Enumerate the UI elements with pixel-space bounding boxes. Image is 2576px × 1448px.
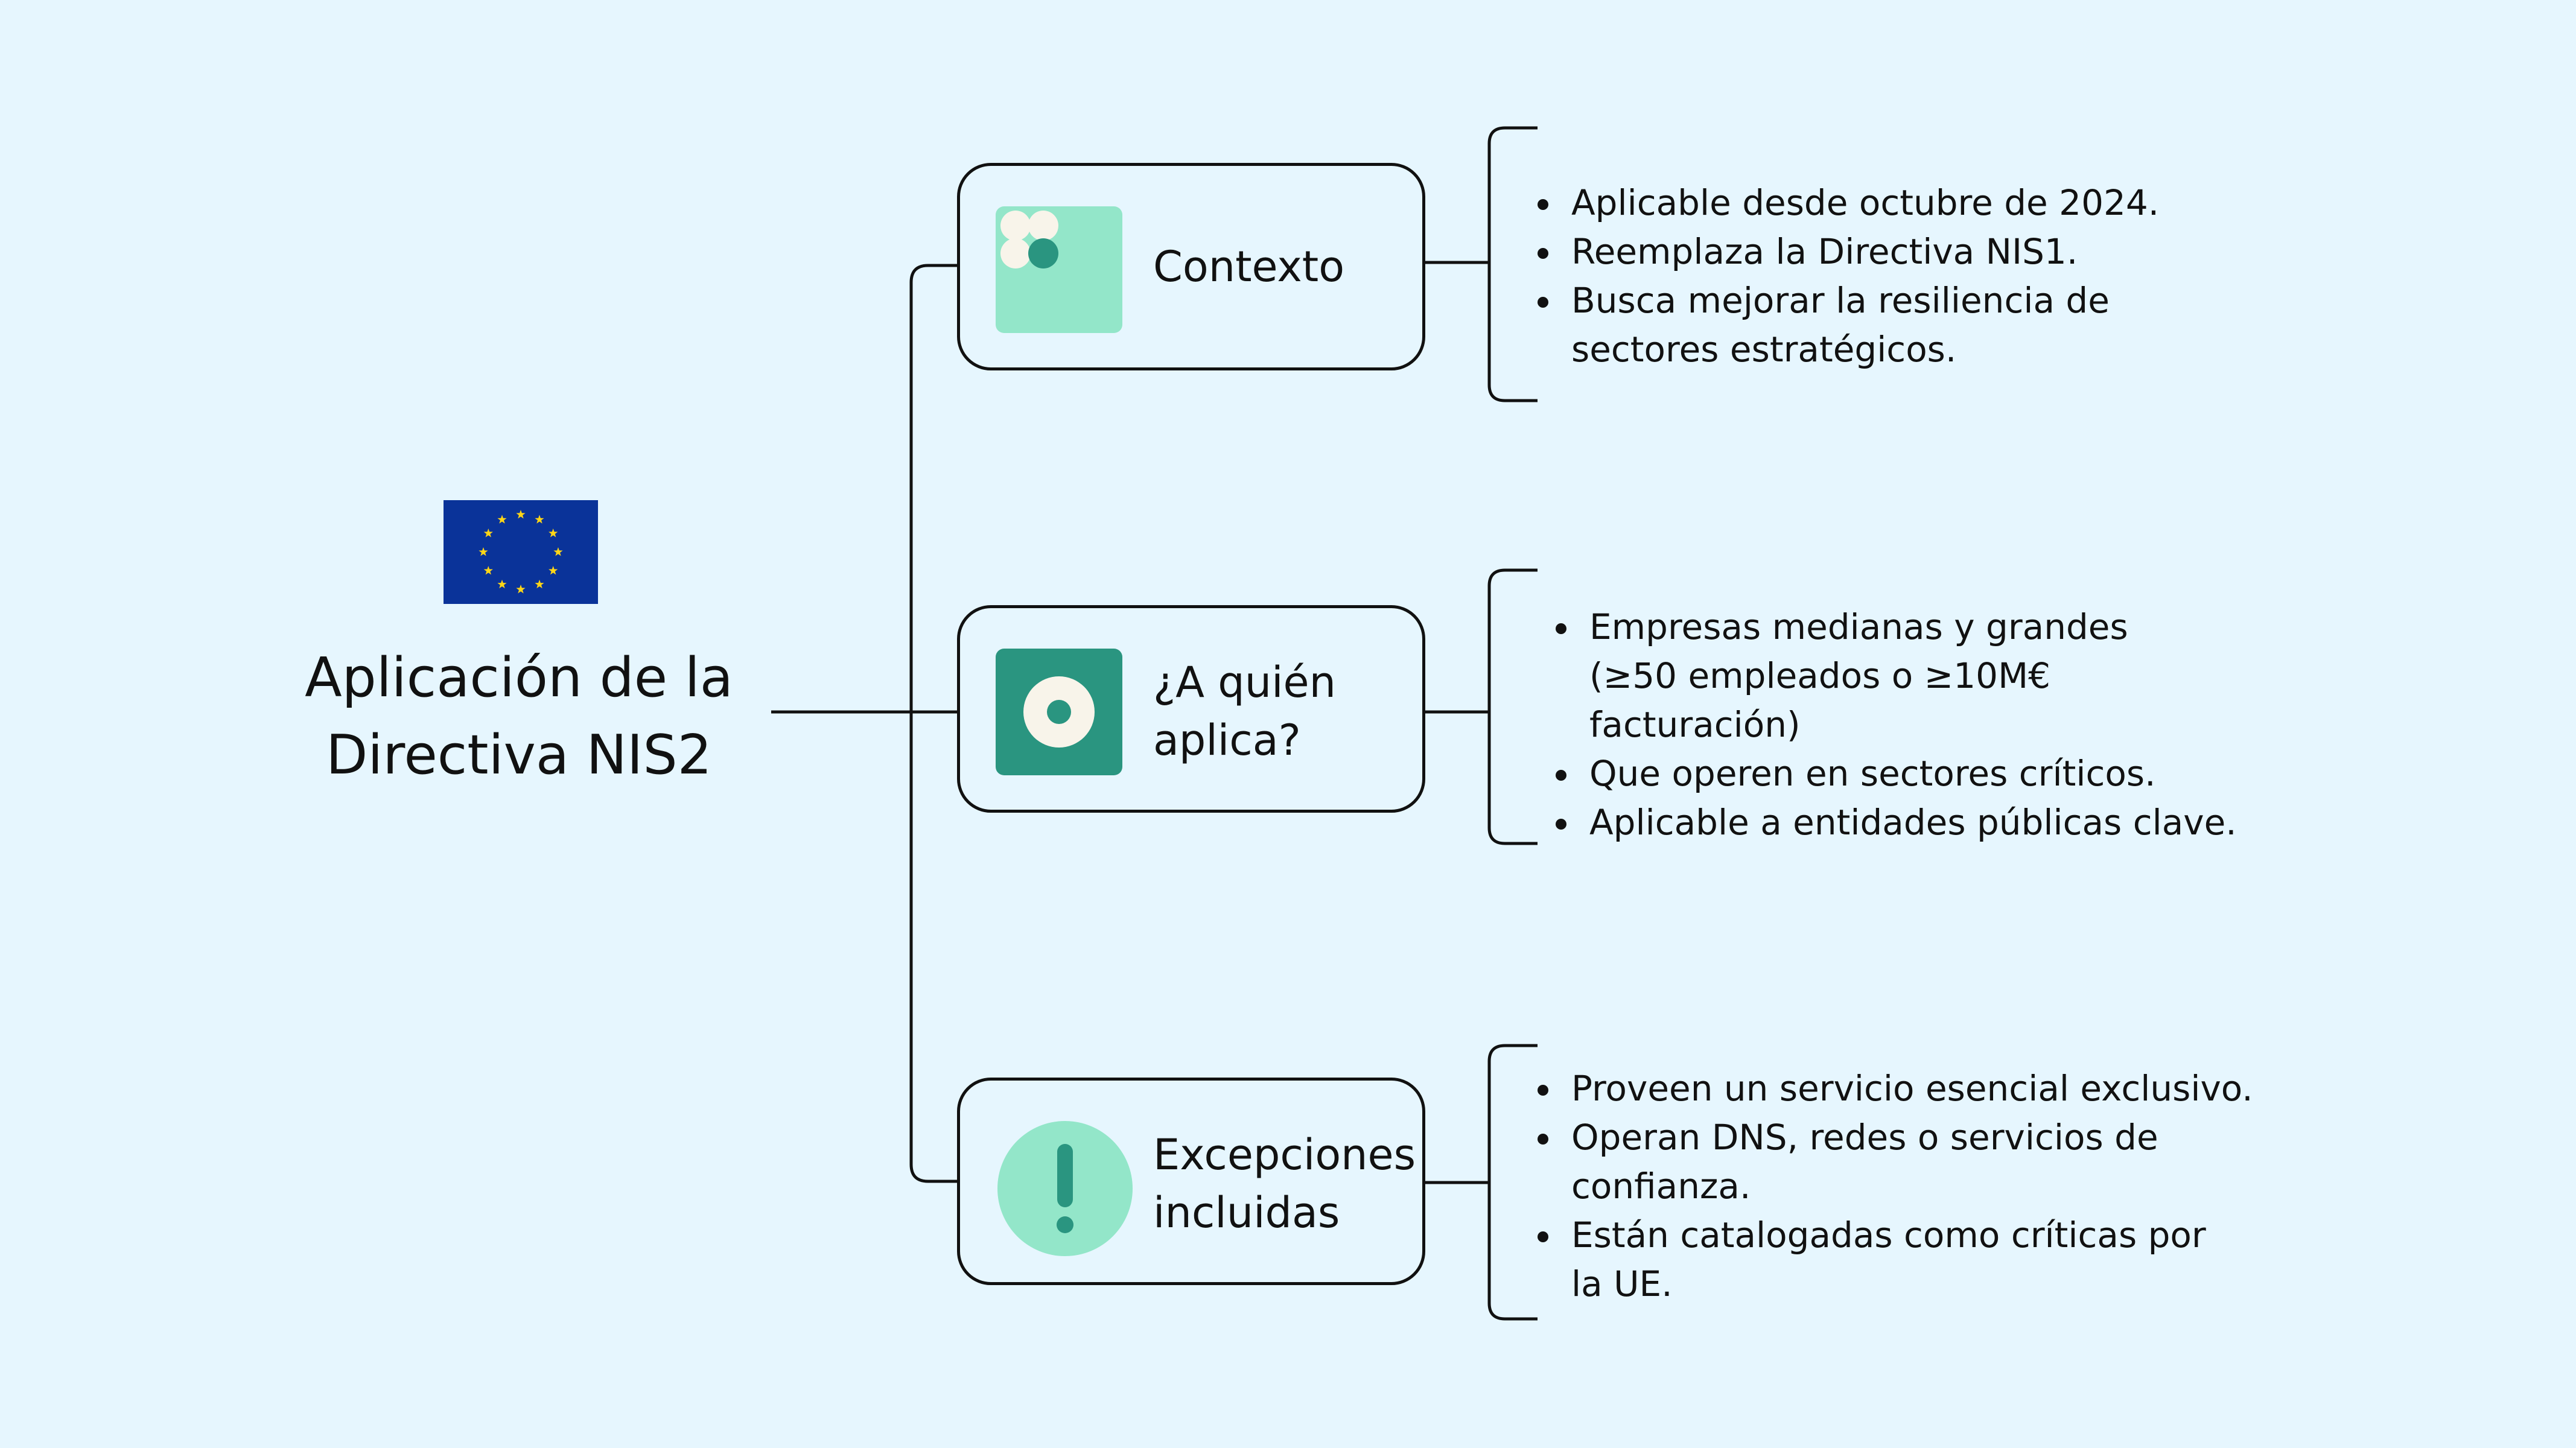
exceptions-bracket bbox=[1487, 1044, 1538, 1321]
flag-star-icon bbox=[497, 579, 507, 589]
bullet-item: Aplicable desde octubre de 2024. bbox=[1538, 179, 2163, 227]
bullet-list-contexto: Aplicable desde octubre de 2024. Reempla… bbox=[1538, 179, 2163, 374]
node-label-line: ¿A quién bbox=[1153, 658, 1336, 707]
node-label-line: Excepciones bbox=[1153, 1130, 1416, 1180]
node-excepciones-incluidas: Excepciones incluidas bbox=[957, 1078, 1425, 1285]
node-label-excepciones-incluidas: Excepciones incluidas bbox=[1153, 1126, 1416, 1242]
node-contexto: Contexto bbox=[957, 163, 1425, 370]
bullet-list-a-quien-aplica: Empresas medianas y grandes (≥50 emplead… bbox=[1556, 603, 2237, 847]
dots-cluster-icon bbox=[996, 206, 1122, 333]
flag-star-icon bbox=[535, 515, 544, 524]
bullet-list-excepciones-incluidas: Proveen un servicio esencial exclusivo. … bbox=[1538, 1064, 2253, 1309]
flag-star-icon bbox=[483, 566, 493, 575]
root-title-line-2: Directiva NIS2 bbox=[326, 723, 712, 787]
root-title: Aplicación de la Directiva NIS2 bbox=[229, 640, 809, 794]
eu-flag-icon bbox=[444, 500, 598, 604]
bullet-item: Empresas medianas y grandes (≥50 emplead… bbox=[1556, 603, 2217, 749]
exclamation-icon bbox=[996, 1121, 1133, 1256]
flag-star-icon bbox=[516, 510, 526, 519]
flag-star-icon bbox=[479, 547, 488, 556]
bullet-item: Busca mejorar la resiliencia de sectores… bbox=[1538, 276, 2163, 374]
who-bracket bbox=[1487, 568, 1538, 845]
bullet-item: Operan DNS, redes o servicios de confian… bbox=[1538, 1113, 2175, 1211]
bullet-item: Que operen en sectores críticos. bbox=[1556, 749, 2237, 798]
node-label-line: incluidas bbox=[1153, 1188, 1340, 1237]
node-label-line: Contexto bbox=[1153, 242, 1345, 291]
flag-star-icon bbox=[497, 515, 507, 524]
flag-star-icon bbox=[535, 579, 544, 589]
flag-star-icon bbox=[549, 529, 558, 538]
flag-star-icon bbox=[516, 585, 526, 594]
flag-star-icon bbox=[553, 547, 563, 556]
bullet-item: Reemplaza la Directiva NIS1. bbox=[1538, 227, 2114, 276]
root-title-line-1: Aplicación de la bbox=[305, 646, 733, 710]
bullet-item: Proveen un servicio esencial exclusivo. bbox=[1538, 1064, 2253, 1113]
flag-star-icon bbox=[549, 566, 558, 575]
context-bracket bbox=[1487, 126, 1538, 402]
bullet-item: Están catalogadas como críticas por la U… bbox=[1538, 1211, 2235, 1309]
node-a-quien-aplica: ¿A quién aplica? bbox=[957, 605, 1425, 813]
flag-star-icon bbox=[483, 529, 493, 538]
bullet-item: Aplicable a entidades públicas clave. bbox=[1556, 798, 2237, 847]
node-label-a-quien-aplica: ¿A quién aplica? bbox=[1153, 653, 1336, 769]
node-label-contexto: Contexto bbox=[1153, 238, 1344, 296]
trunk-line bbox=[909, 264, 957, 1183]
node-label-line: aplica? bbox=[1153, 716, 1301, 765]
target-icon bbox=[996, 649, 1122, 775]
